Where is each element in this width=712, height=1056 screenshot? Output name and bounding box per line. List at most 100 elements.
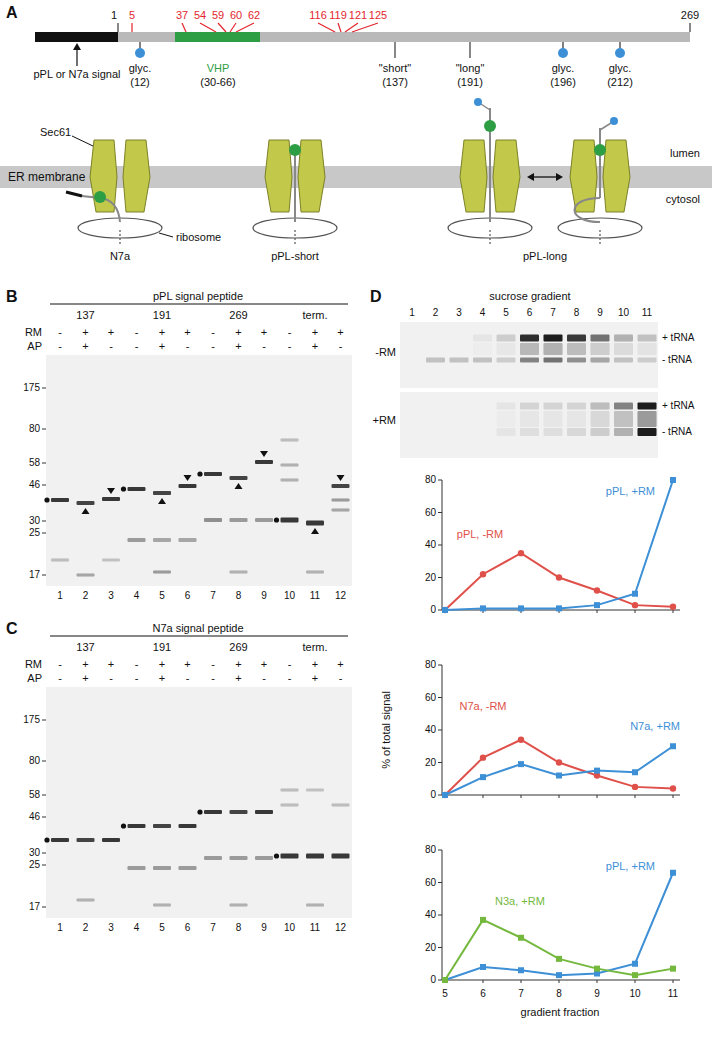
label-text: 20 — [425, 942, 436, 954]
axis-line — [442, 795, 680, 796]
label-text: 11 — [668, 988, 678, 1000]
arrowhead — [82, 508, 90, 514]
truncation-tick — [470, 42, 471, 58]
marker-tick — [42, 853, 46, 854]
data-marker — [632, 591, 638, 597]
gel-band — [473, 335, 492, 342]
gel-band — [281, 804, 299, 807]
data-marker — [632, 769, 638, 775]
label-text: term. — [302, 641, 327, 654]
label-text: + — [184, 326, 190, 339]
gel-band — [306, 904, 324, 907]
protein-bar — [118, 32, 690, 42]
data-marker — [670, 966, 676, 972]
label-text: 58 — [29, 457, 40, 469]
label-text: 6 — [185, 590, 191, 602]
gel-band — [77, 574, 95, 577]
label-text: 121 — [349, 9, 367, 22]
gel-band — [153, 491, 171, 495]
label-text: - — [186, 340, 190, 353]
label-text: 5 — [503, 307, 509, 319]
mutation-tick — [200, 23, 216, 32]
axis-line — [442, 980, 680, 981]
label-text: RM — [25, 326, 42, 339]
gel-band — [520, 343, 539, 355]
arrowhead — [260, 451, 268, 457]
label-text: 0 — [430, 604, 436, 616]
label-text: - — [262, 340, 266, 353]
gel-band — [544, 343, 563, 355]
gel-band — [230, 904, 248, 907]
data-marker — [670, 604, 676, 610]
data-marker — [518, 935, 524, 941]
data-marker — [632, 972, 638, 978]
data-line — [445, 746, 673, 795]
label-text: + — [312, 326, 318, 339]
label-text: lumen — [670, 147, 700, 160]
sec61-channel — [90, 140, 117, 212]
gel-band — [77, 899, 95, 902]
glycosylation-site — [615, 48, 625, 58]
label-text: glyc. — [552, 62, 575, 75]
axis-tick — [438, 947, 442, 948]
gel-band — [204, 472, 222, 476]
data-marker — [556, 773, 562, 779]
gel-band — [544, 403, 563, 410]
gel-band — [102, 559, 120, 562]
label-text: 0 — [430, 789, 436, 801]
label-text: 40 — [425, 539, 436, 551]
label-text: + — [312, 340, 318, 353]
label-text: 20 — [425, 572, 436, 584]
sec61-channel — [603, 140, 630, 212]
header-rule — [50, 636, 348, 637]
gel-band — [332, 509, 350, 512]
gel-band — [255, 460, 273, 464]
gel-band — [567, 335, 586, 342]
gel-band — [497, 411, 516, 427]
label-text: 25 — [29, 527, 40, 539]
data-marker — [442, 792, 448, 798]
gel-band — [128, 824, 146, 828]
label-text: 11 — [310, 922, 320, 934]
gel-band — [179, 866, 197, 870]
label-text: 7 — [518, 988, 524, 1000]
label-text: N7a — [110, 250, 130, 263]
data-marker — [480, 964, 486, 970]
label-text: 17 — [29, 901, 40, 913]
band-dot — [44, 837, 49, 842]
label-text: 8 — [574, 307, 580, 319]
gel-band — [255, 518, 273, 522]
gel-band — [179, 824, 197, 828]
label-text: - — [58, 326, 62, 339]
axis-tick — [438, 480, 442, 481]
label-text: + — [82, 340, 88, 353]
label-text: 191 — [153, 309, 171, 322]
label-text: 1 — [111, 9, 117, 22]
data-marker — [556, 956, 562, 962]
label-text: + — [159, 340, 165, 353]
truncation-tick — [395, 42, 396, 58]
gel-band — [230, 571, 248, 574]
gel-band — [102, 838, 120, 842]
label-text: 5 — [159, 922, 165, 934]
label-text: 40 — [425, 724, 436, 736]
gel-band — [426, 358, 445, 363]
label-text: + — [82, 658, 88, 671]
header-rule — [50, 304, 348, 305]
glycan — [474, 98, 482, 106]
axis-tick — [673, 795, 674, 798]
data-marker — [632, 784, 638, 790]
axis-tick — [438, 795, 442, 796]
label-text: 80 — [29, 423, 40, 435]
axis-tick — [597, 795, 598, 798]
gel-band — [638, 358, 657, 363]
label-text: 10 — [629, 988, 640, 1000]
gel-band — [638, 343, 657, 355]
label-text: 119 — [329, 9, 347, 22]
label-text: D — [370, 288, 382, 306]
gel-band — [153, 866, 171, 870]
label-text: - — [58, 672, 62, 685]
label-text: gradient fraction — [521, 1006, 600, 1019]
label-text: -RM — [375, 346, 396, 359]
label-text: 3 — [108, 590, 114, 602]
